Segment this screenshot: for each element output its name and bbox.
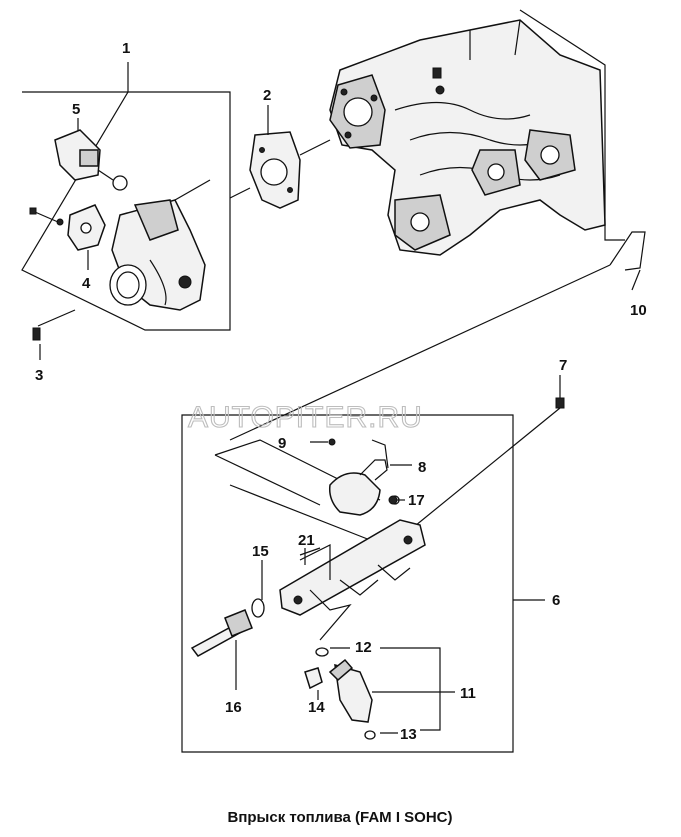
injector-11: [304, 647, 455, 740]
callout-21: 21: [298, 532, 315, 549]
callout-6: 6: [552, 592, 560, 609]
fitting-16: [190, 560, 265, 690]
callout-5: 5: [72, 101, 80, 118]
bolt-3: [32, 309, 76, 360]
callout-13: 13: [400, 726, 417, 743]
callout-4: 4: [82, 275, 91, 292]
callout-14: 14: [308, 699, 325, 716]
callout-16: 16: [225, 699, 242, 716]
callout-2: 2: [263, 87, 271, 104]
callout-7: 7: [559, 357, 567, 374]
gasket-2: [229, 105, 331, 209]
callout-8: 8: [418, 459, 426, 476]
fuel-rail-box-6: [181, 414, 545, 753]
callout-3: 3: [35, 367, 43, 384]
callout-1: 1: [122, 40, 130, 57]
callout-17: 17: [408, 492, 425, 509]
pressure-regulator-8: [214, 438, 412, 541]
callout-10: 10: [630, 302, 647, 319]
callout-12: 12: [355, 639, 372, 656]
intake-manifold: [329, 19, 606, 256]
callout-15: 15: [252, 543, 269, 560]
throttle-body: [109, 179, 211, 311]
fuel-rail-21: [279, 519, 426, 641]
callout-9: 9: [278, 435, 286, 452]
callout-labels: 1 2 3 4 5 6 7 8 9 10 11 12 13 14 15 16 1…: [35, 40, 647, 743]
screw-17: [388, 495, 405, 505]
leader-lines: [229, 231, 646, 531]
throttle-position-sensor-4: [29, 204, 106, 270]
callout-11: 11: [460, 685, 476, 702]
diagram-caption: Впрыск топлива (FAM I SOHC): [227, 809, 452, 826]
watermark: AUTOPITER.RU: [188, 401, 423, 434]
group-bracket-1: [21, 62, 231, 331]
idle-air-valve-5: [54, 118, 128, 191]
bracket-line-10: [519, 9, 625, 241]
